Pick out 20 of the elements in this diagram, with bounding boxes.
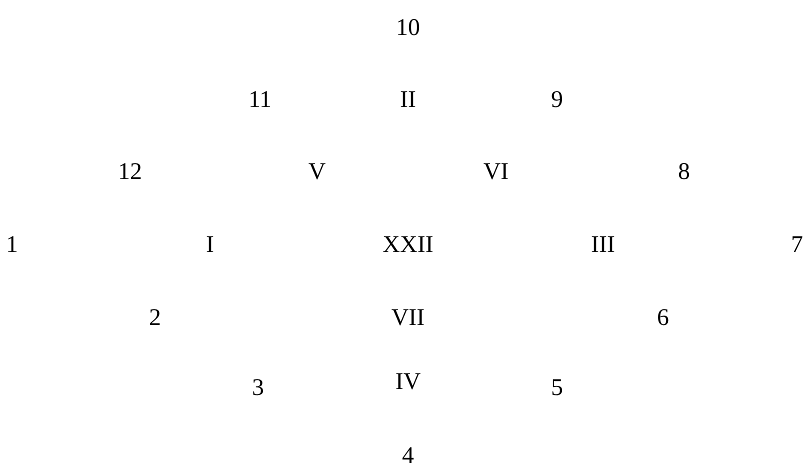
number-label: 12 [118, 160, 142, 184]
number-label: 3 [252, 376, 264, 400]
number-label: V [308, 160, 326, 184]
number-label: I [206, 233, 214, 257]
number-label: 11 [248, 88, 272, 112]
number-label: 10 [396, 16, 420, 40]
number-label: II [400, 88, 416, 112]
number-label: 2 [149, 306, 161, 330]
number-label: VI [483, 160, 509, 184]
number-label: 6 [657, 306, 669, 330]
number-label: 1 [6, 233, 18, 257]
number-label: IV [395, 370, 421, 394]
number-label: VII [391, 306, 425, 330]
number-label: 7 [791, 233, 803, 257]
number-label: III [591, 233, 615, 257]
number-label: XXII [382, 233, 434, 257]
number-label: 4 [402, 444, 414, 468]
number-label: 9 [551, 88, 563, 112]
number-label: 5 [551, 376, 563, 400]
number-label: 8 [678, 160, 690, 184]
